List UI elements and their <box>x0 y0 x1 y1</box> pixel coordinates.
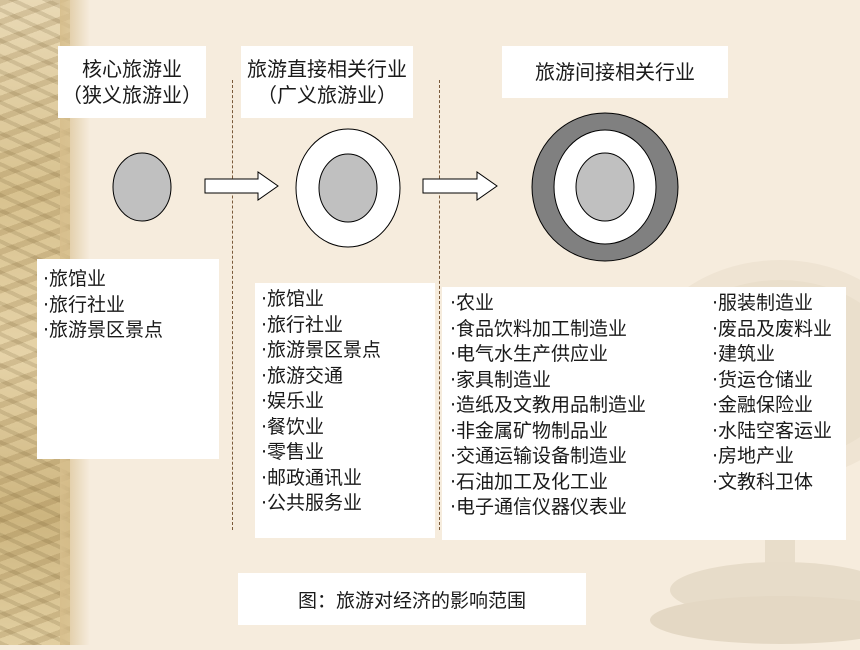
indirect-list-right: ·服装制造业 ·废品及废料业 ·建筑业 ·货运仓储业 ·金融保险业 ·水陆空客运… <box>712 291 832 540</box>
list-item: ·零售业 <box>261 441 325 463</box>
list-item: ·房地产业 <box>711 445 794 467</box>
direct-inner-circle <box>318 153 378 223</box>
list-item: ·造纸及文教用品制造业 <box>450 394 647 416</box>
core-title-line1: 核心旅游业 <box>82 57 182 81</box>
list-item: ·旅行社业 <box>43 293 126 316</box>
divider-line-1 <box>232 80 233 530</box>
list-item: ·货运仓储业 <box>711 368 813 391</box>
list-item: ·公共服务业 <box>261 492 363 514</box>
core-circle <box>112 152 172 222</box>
indirect-title-line1: 旅游间接相关行业 <box>535 60 695 84</box>
list-item: ·交通运输设备制造业 <box>450 445 628 467</box>
list-item: ·旅馆业 <box>43 268 107 290</box>
indirect-inner-circle <box>575 152 635 222</box>
list-item: ·旅游景区景点 <box>261 339 382 361</box>
list-item: ·非金属矿物制品业 <box>450 419 609 442</box>
list-item: ·家具制造业 <box>450 368 552 391</box>
list-item: ·文教科卫体 <box>711 470 813 493</box>
direct-title-box: 旅游直接相关行业 （广义旅游业） <box>241 46 413 118</box>
indirect-list-box: ·农业 ·食品饮料加工制造业 ·电气水生产供应业 ·家具制造业 ·造纸及文教用品… <box>442 287 846 540</box>
list-item: ·电子通信仪器仪表业 <box>450 496 628 518</box>
core-list-box: ·旅馆业 ·旅行社业 ·旅游景区景点 <box>37 259 219 459</box>
list-item: ·旅馆业 <box>261 288 325 310</box>
list-item: ·餐饮业 <box>261 415 325 438</box>
list-item: ·旅游交通 <box>261 364 344 387</box>
list-item: ·水陆空客运业 <box>711 419 832 442</box>
core-title-line2: （狭义旅游业） <box>62 83 202 107</box>
indirect-list-left: ·农业 ·食品饮料加工制造业 ·电气水生产供应业 ·家具制造业 ·造纸及文教用品… <box>450 291 646 540</box>
list-item: ·旅行社业 <box>261 313 344 336</box>
list-item: ·食品饮料加工制造业 <box>450 317 628 340</box>
list-item: ·石油加工及化工业 <box>450 470 609 493</box>
list-item: ·旅游景区景点 <box>43 319 164 341</box>
direct-title-line1: 旅游直接相关行业 <box>247 57 407 81</box>
list-item: ·农业 <box>450 292 495 314</box>
divider-line-2 <box>439 80 440 530</box>
list-item: ·服装制造业 <box>711 292 813 314</box>
list-item: ·废品及废料业 <box>711 317 832 340</box>
list-item: ·电气水生产供应业 <box>450 343 609 365</box>
list-item: ·邮政通讯业 <box>261 466 363 489</box>
direct-title-line2: （广义旅游业） <box>257 83 397 107</box>
arrow-right-icon-1 <box>204 171 279 201</box>
list-item: ·娱乐业 <box>261 390 325 412</box>
direct-list-box: ·旅馆业 ·旅行社业 ·旅游景区景点 ·旅游交通 ·娱乐业 ·餐饮业 ·零售业 … <box>255 283 435 538</box>
arrow-right-icon-2 <box>422 171 498 201</box>
list-item: ·金融保险业 <box>711 394 813 416</box>
list-item: ·建筑业 <box>711 343 775 365</box>
core-title-box: 核心旅游业 （狭义旅游业） <box>58 46 206 118</box>
indirect-title-box: 旅游间接相关行业 <box>502 46 728 98</box>
figure-caption: 图：旅游对经济的影响范围 <box>238 573 586 625</box>
